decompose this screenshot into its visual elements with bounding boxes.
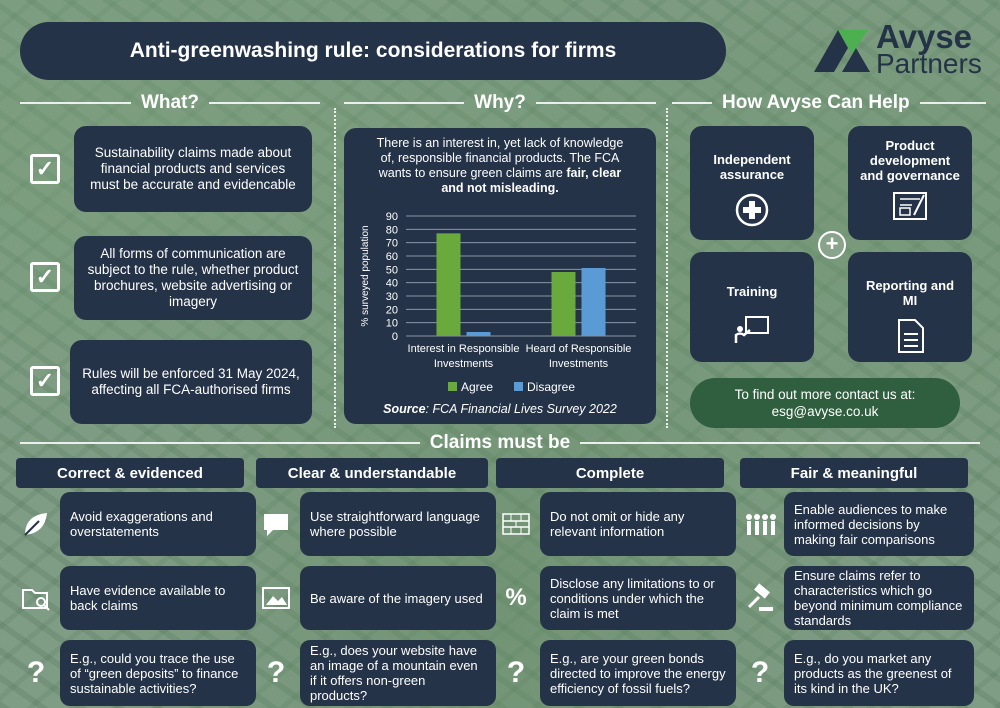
claim-item: E.g., do you market any products as the …	[784, 640, 974, 706]
question-icon: ?	[498, 655, 534, 691]
claims-heading: Claims must be	[20, 432, 980, 454]
help-label: Independent assurance	[713, 152, 791, 182]
claim-item: E.g., are your green bonds directed to i…	[540, 640, 736, 706]
claim-item: Use straightforward language where possi…	[300, 492, 496, 556]
question-mark: ?	[26, 656, 46, 689]
question-mark: ?	[750, 656, 770, 689]
bar-agree	[436, 233, 461, 336]
check-icon: ✓	[30, 366, 60, 396]
why-intro: There is an interest in, yet lack of kno…	[376, 136, 624, 195]
claim-item: Have evidence available to back claims	[60, 566, 256, 630]
what-item: All forms of communication are subject t…	[74, 236, 312, 320]
chart-source: Source: FCA Financial Lives Survey 2022	[383, 402, 617, 416]
y-tick-label: 90	[386, 211, 398, 223]
help-item-assurance: Independent assurance	[690, 126, 814, 240]
logo-name: Avyse	[876, 18, 973, 55]
divider	[334, 108, 336, 428]
question-mark: ?	[266, 656, 286, 689]
legend-swatch	[514, 382, 523, 391]
question-icon: ?	[258, 655, 294, 691]
claim-item: Disclose any limitations to or condition…	[540, 566, 736, 630]
logo-subname: Partners	[876, 48, 982, 79]
legend-swatch	[448, 382, 457, 391]
x-tick-label: Interest in Responsible	[408, 343, 520, 355]
claim-item: Avoid exaggerations and overstatements	[60, 492, 256, 556]
help-label: Training	[726, 284, 778, 299]
help-label: Reporting and MI	[865, 278, 955, 308]
claims-column-heading: Complete	[496, 458, 724, 488]
leaf-icon	[18, 506, 54, 542]
claims-column-heading: Correct & evidenced	[16, 458, 244, 488]
claim-item: Do not omit or hide any relevant informa…	[540, 492, 736, 556]
y-tick-label: 10	[386, 318, 398, 330]
contact-email[interactable]: esg@avyse.co.uk	[771, 404, 879, 419]
y-tick-label: 50	[386, 264, 398, 276]
bar-disagree	[581, 268, 606, 336]
claim-item: Be aware of the imagery used	[300, 566, 496, 630]
y-tick-label: 40	[386, 278, 398, 290]
contact-text: To find out more contact us at:	[734, 387, 916, 402]
percent-sign: %	[505, 584, 527, 611]
y-tick-label: 80	[386, 224, 398, 236]
claims-column-heading: Clear & understandable	[256, 458, 488, 488]
question-icon: ?	[18, 655, 54, 691]
why-card: There is an interest in, yet lack of kno…	[344, 128, 656, 424]
plus-circle-icon	[735, 193, 769, 227]
gavel-icon	[742, 580, 778, 616]
speech-bubble-icon	[258, 506, 294, 542]
y-tick-label: 0	[392, 331, 398, 343]
help-item-training: Training	[690, 252, 814, 362]
bar-disagree	[466, 332, 491, 336]
plus-icon: +	[818, 231, 846, 259]
document-icon	[898, 319, 924, 353]
y-tick-label: 60	[386, 251, 398, 263]
claim-item: Enable audiences to make informed decisi…	[784, 492, 974, 556]
y-axis-label: % surveyed population	[360, 225, 371, 326]
what-heading: What?	[20, 92, 321, 114]
question-icon: ?	[742, 655, 778, 691]
help-label: Product development and governance	[860, 138, 960, 183]
divider	[666, 108, 668, 428]
y-tick-label: 70	[386, 238, 398, 250]
check-icon: ✓	[30, 154, 60, 184]
presentation-icon	[734, 316, 769, 343]
claim-item: E.g., does your website have an image of…	[300, 640, 496, 706]
what-item: Rules will be enforced 31 May 2024, affe…	[70, 340, 312, 424]
contact-box: To find out more contact us at: esg@avys…	[690, 378, 960, 428]
what-item: Sustainability claims made about financi…	[74, 126, 312, 212]
page-title: Anti-greenwashing rule: considerations f…	[20, 22, 726, 80]
check-icon: ✓	[30, 262, 60, 292]
claim-item: Ensure claims refer to characteristics w…	[784, 566, 974, 630]
help-heading: How Avyse Can Help	[672, 92, 986, 114]
claims-column-heading: Fair & meaningful	[740, 458, 968, 488]
y-tick-label: 30	[386, 291, 398, 303]
blueprint-icon	[893, 192, 927, 220]
y-tick-label: 20	[386, 304, 398, 316]
bar-agree	[551, 272, 576, 336]
question-mark: ?	[506, 656, 526, 689]
x-tick-label: Investments	[434, 358, 494, 370]
people-icon	[742, 506, 778, 542]
x-tick-label: Heard of Responsible	[526, 343, 632, 355]
legend-label: Agree	[461, 380, 493, 394]
x-tick-label: Investments	[549, 358, 609, 370]
image-icon	[258, 580, 294, 616]
legend-label: Disagree	[527, 380, 575, 394]
folder-search-icon	[18, 580, 54, 616]
avyse-logo-icon	[814, 30, 870, 72]
percent-icon: %	[498, 580, 534, 616]
why-heading: Why?	[344, 92, 656, 114]
help-item-reporting: Reporting and MI	[848, 252, 972, 362]
help-item-product: Product development and governance	[848, 126, 972, 240]
claim-item: E.g., could you trace the use of “green …	[60, 640, 256, 706]
wall-icon	[498, 506, 534, 542]
